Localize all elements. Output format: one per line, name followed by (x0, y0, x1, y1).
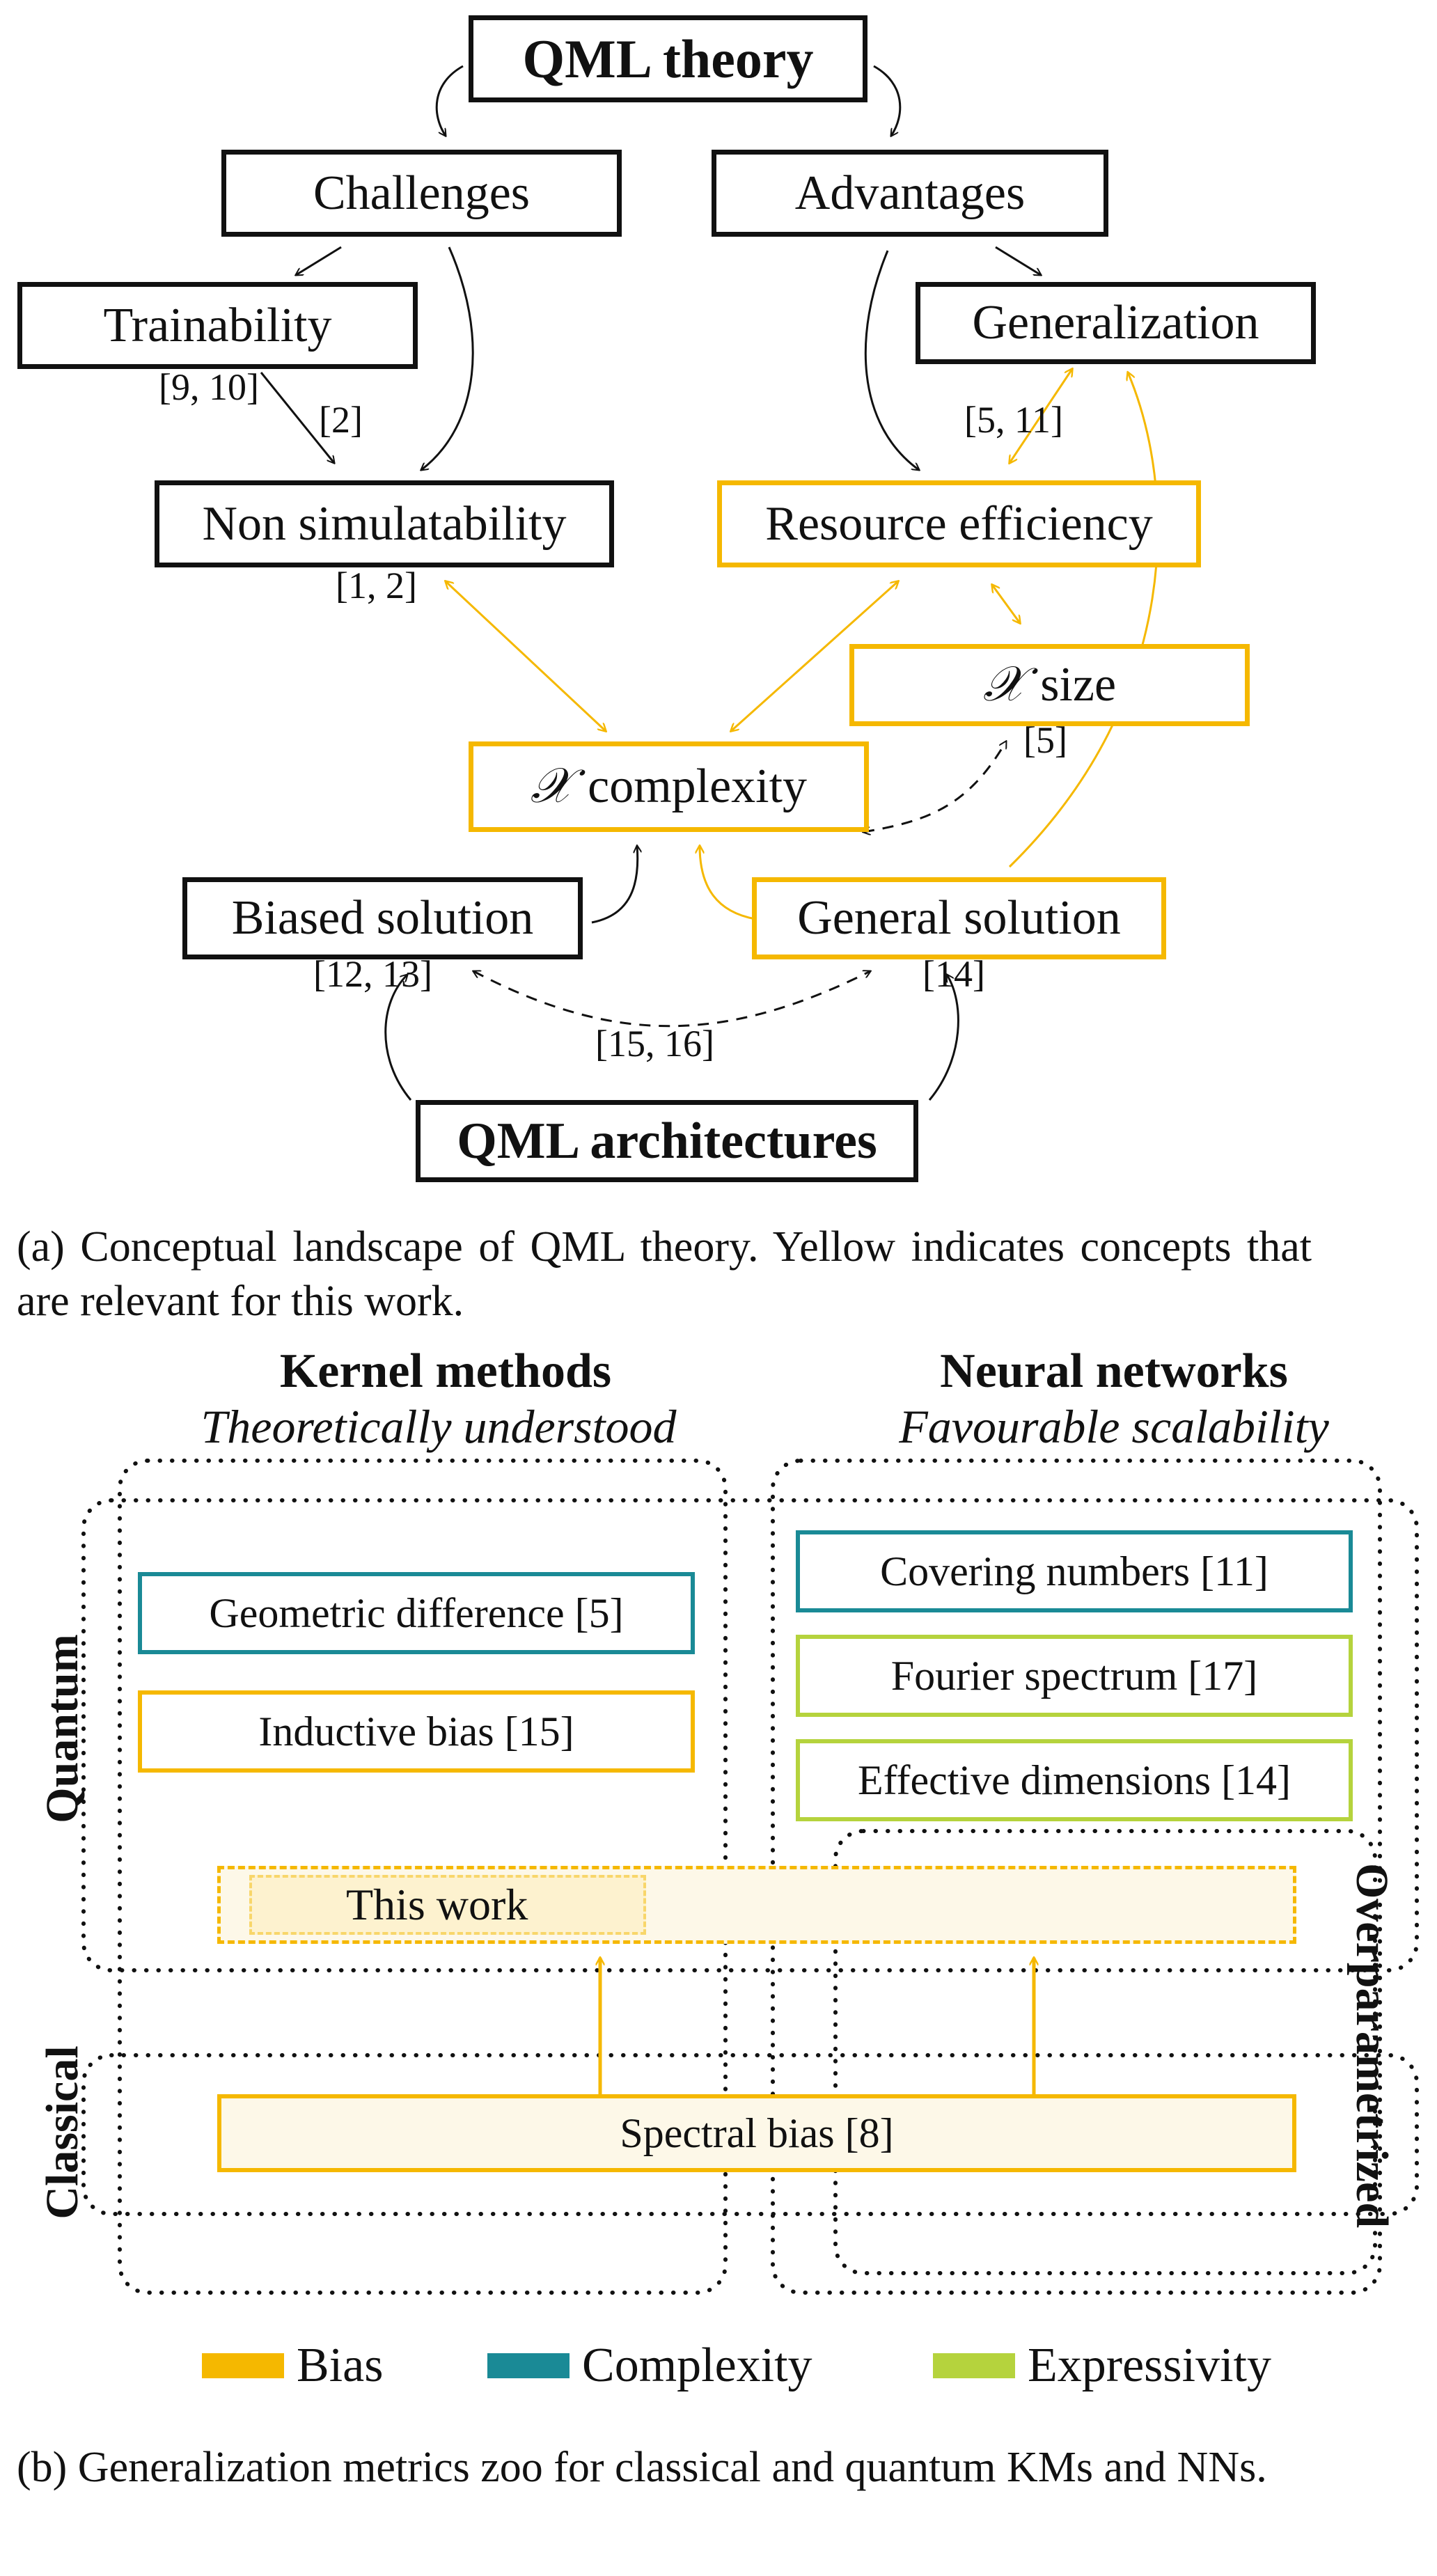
ref-general-solution: [14] (922, 953, 985, 995)
yellow-general-xcomplexity (700, 846, 756, 920)
dashed-general-xsize (863, 741, 1006, 832)
overparametrized-label: Overparametrized (1346, 1862, 1397, 2229)
legend-complexity: Complexity (487, 2338, 812, 2394)
arrow-trainability-nonsim (260, 372, 334, 463)
row-label-classical: Classical (37, 2045, 88, 2220)
caption-b: (b) Generalization metrics zoo for class… (17, 2444, 1267, 2491)
node-biased-solution: Biased solution (182, 877, 583, 959)
node-trainability: Trainability (17, 282, 418, 369)
arrow-theory-advantages (873, 65, 902, 136)
arrow-biased-xcomplexity (591, 846, 638, 924)
legend-label-complexity: Complexity (582, 2339, 812, 2392)
x-symbol: 𝒳 (530, 760, 573, 813)
legend-label-bias: Bias (297, 2339, 384, 2392)
col-kernel-title: Kernel methods (279, 1344, 612, 1398)
arrow-challenges-trainability (296, 246, 342, 275)
yellow-nonsim-xcomplexity (446, 581, 606, 731)
node-advantages: Advantages (712, 150, 1108, 237)
this-work-label: This work (249, 1875, 646, 1935)
ref-trainability-nonsim: [2] (319, 399, 363, 441)
yellow-resource-xsize (992, 585, 1020, 623)
legend-swatch-expressivity (933, 2353, 1015, 2378)
legend-label-expressivity: Expressivity (1028, 2339, 1271, 2392)
caption-a: (a) Conceptual landscape of QML theory. … (17, 1223, 1312, 1325)
col-nn-title: Neural networks (940, 1344, 1288, 1398)
box-spectral-bias: Spectral bias [8] (217, 2094, 1296, 2172)
arrow-theory-challenges (435, 65, 464, 136)
node-general-solution: General solution (752, 877, 1166, 959)
yellow-resource-xcomplexity (731, 581, 898, 731)
node-qml-theory: QML theory (469, 15, 867, 102)
ref-generalization-resource: [5, 11] (964, 399, 1063, 441)
arrow-architectures-general (928, 975, 959, 1101)
row-label-quantum: Quantum (37, 1634, 88, 1823)
region-overparametrized (833, 1829, 1377, 2275)
node-non-simulatability: Non simulatability (155, 480, 614, 567)
yellow-generalization-resource (1010, 369, 1072, 463)
legend-expressivity: Expressivity (933, 2338, 1271, 2394)
dashed-biased-general (473, 971, 870, 1028)
col-kernel-subtitle: Theoretically understood (201, 1400, 677, 1453)
ref-x-size: [5] (1023, 719, 1067, 761)
legend-swatch-bias (202, 2353, 284, 2378)
node-generalization: Generalization (916, 282, 1316, 364)
ref-trainability: [9, 10] (159, 366, 259, 408)
ref-biased-solution: [12, 13] (313, 953, 432, 995)
x-symbol: 𝒳 (982, 658, 1026, 712)
arrow-advantages-generalization (995, 246, 1041, 275)
x-size-label: size (1040, 658, 1117, 712)
arrow-advantages-resource (864, 250, 919, 470)
yellow-general-generalization (1008, 372, 1159, 868)
arrow-architectures-biased (384, 975, 412, 1101)
x-complexity-label: complexity (588, 760, 808, 813)
ref-nonsimulatability: [1, 2] (336, 565, 417, 606)
node-resource-efficiency: Resource efficiency (717, 480, 1201, 567)
node-qml-architectures: QML architectures (416, 1100, 918, 1182)
box-inductive-bias: Inductive bias [15] (138, 1690, 695, 1773)
col-nn-subtitle: Favourable scalability (899, 1400, 1329, 1453)
legend-bias: Bias (202, 2338, 383, 2394)
arrow-challenges-nonsim (421, 246, 474, 470)
box-fourier-spectrum: Fourier spectrum [17] (796, 1635, 1353, 1717)
region-classical (81, 2053, 1419, 2216)
legend-swatch-complexity (487, 2353, 570, 2378)
box-covering-numbers: Covering numbers [11] (796, 1530, 1353, 1612)
node-challenges: Challenges (221, 150, 622, 237)
box-geometric-difference: Geometric difference [5] (138, 1572, 695, 1654)
box-effective-dimensions: Effective dimensions [14] (796, 1739, 1353, 1821)
ref-biased-general: [15, 16] (595, 1023, 714, 1065)
